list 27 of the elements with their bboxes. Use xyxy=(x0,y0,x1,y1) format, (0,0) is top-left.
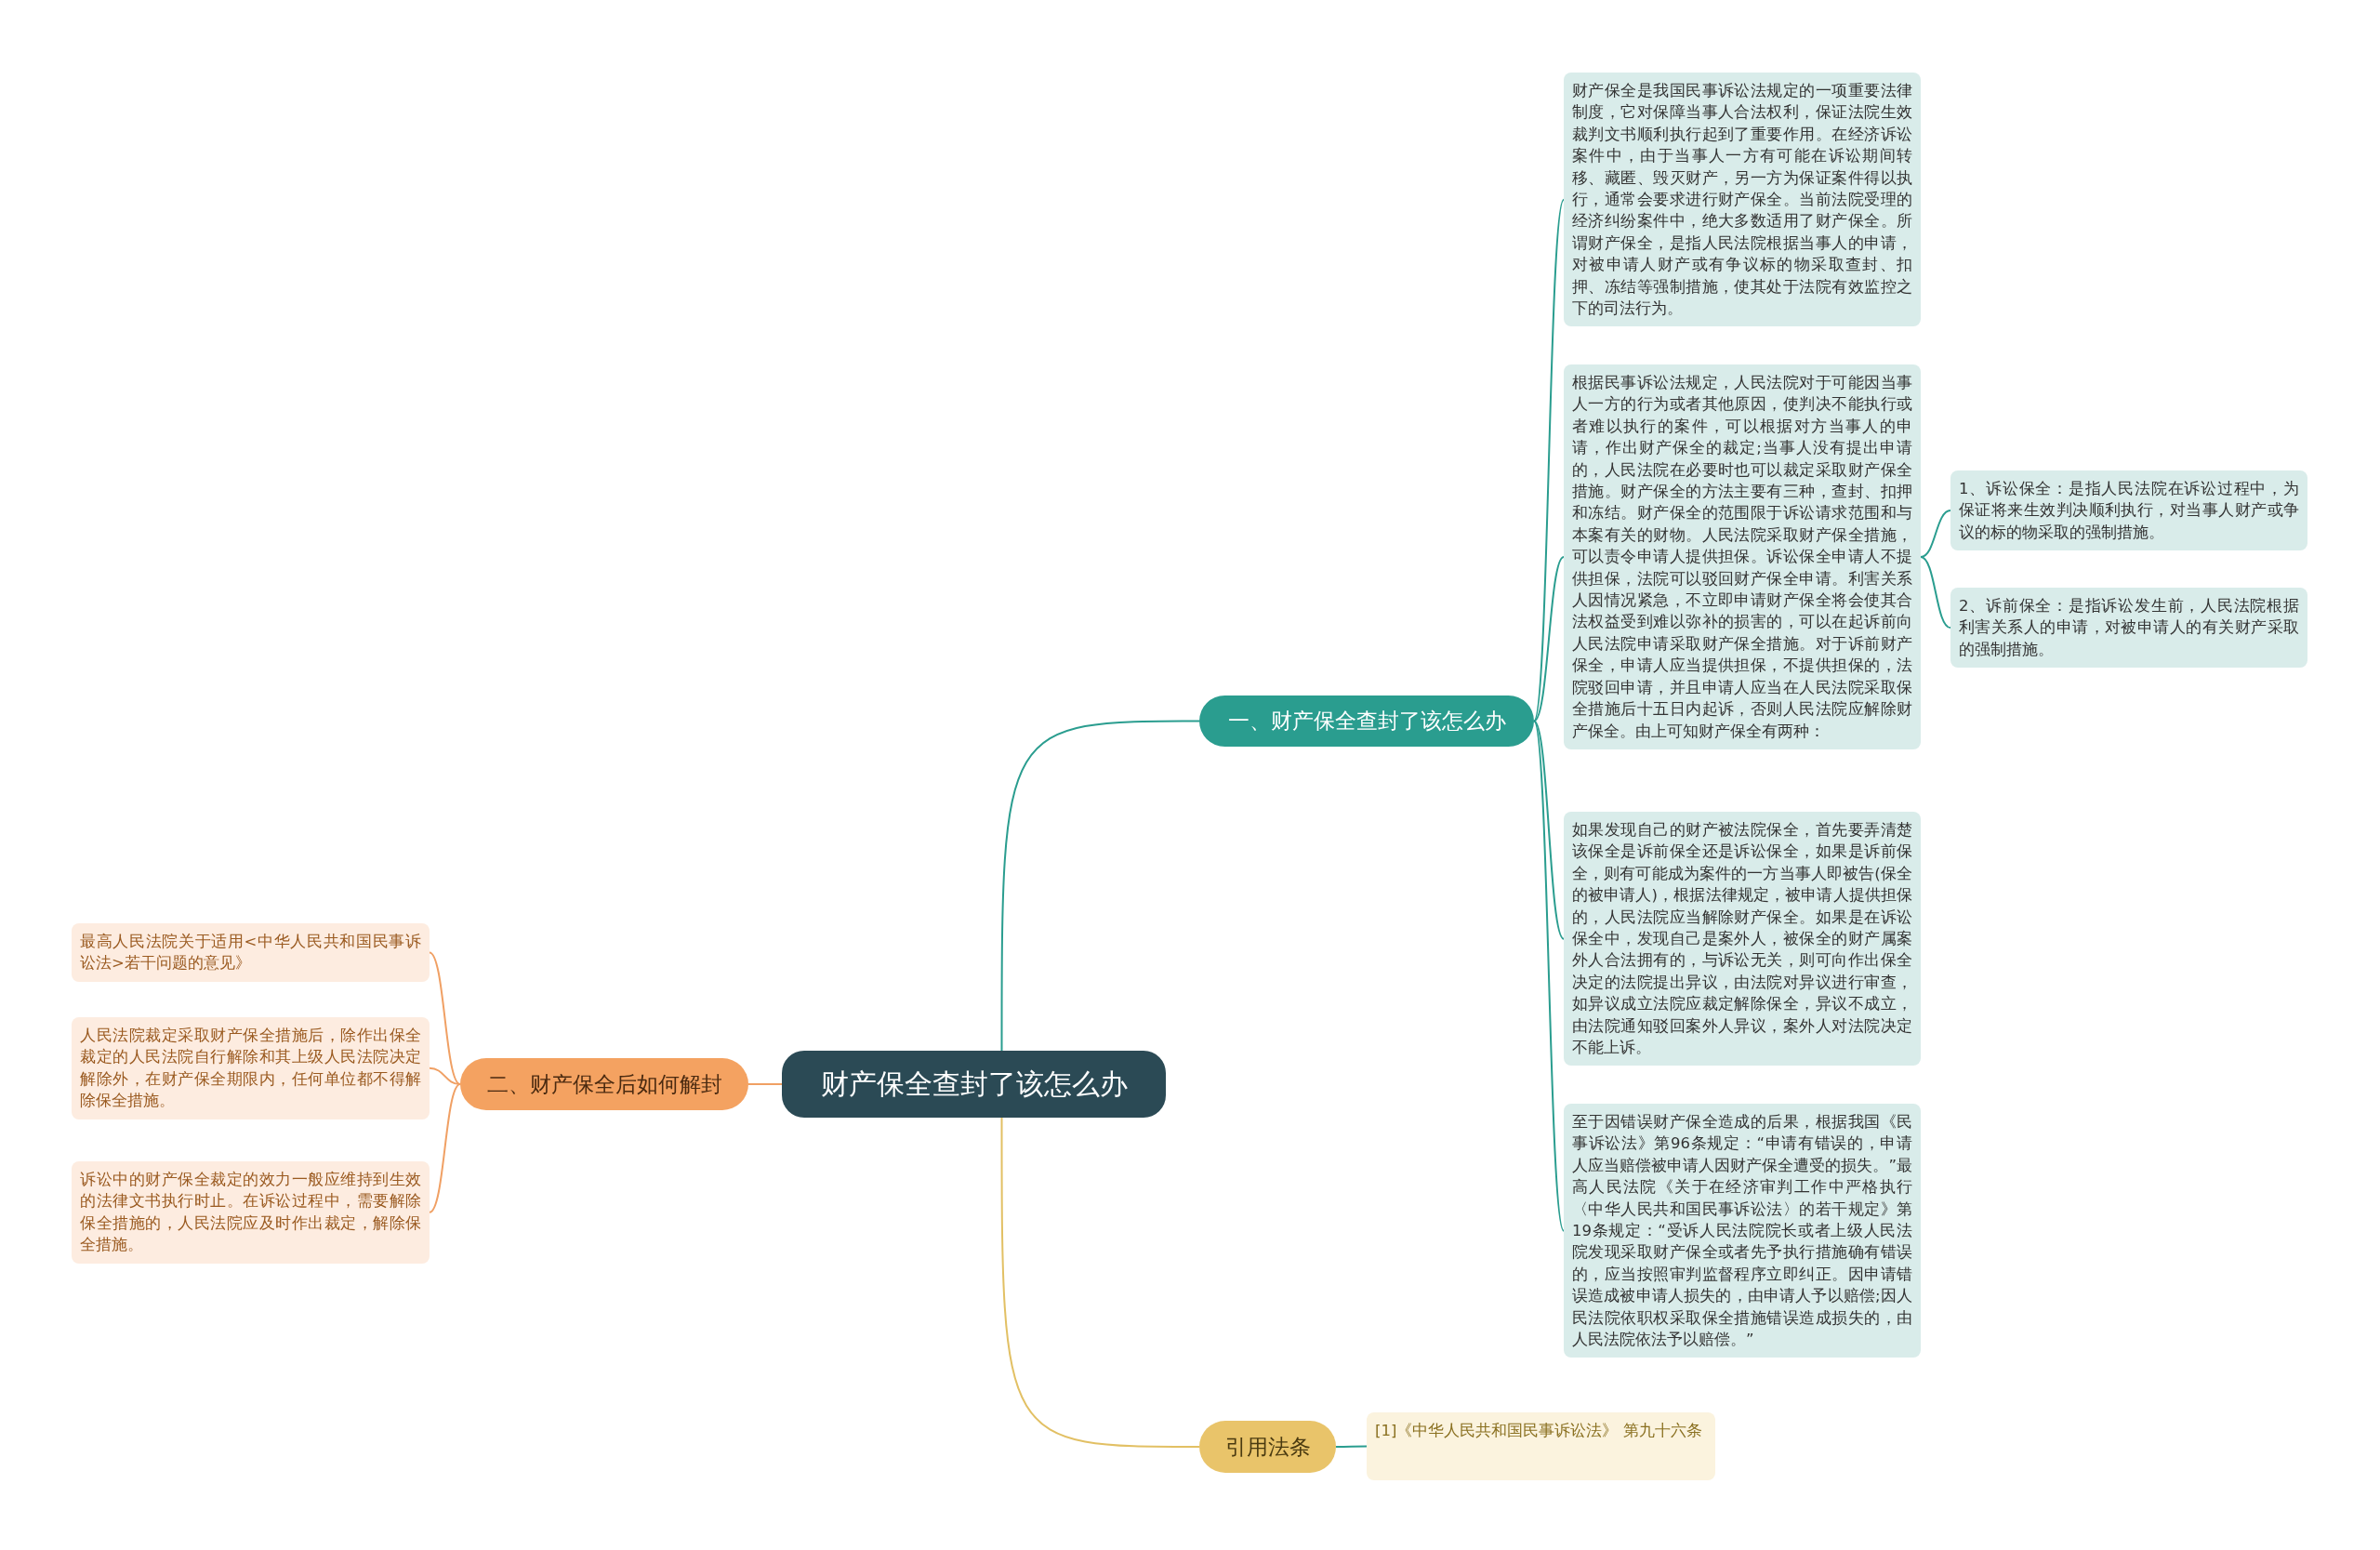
text-card: 1、诉讼保全：是指人民法院在诉讼过程中，为保证将来生效判决顺利执行，对当事人财产或争议的标的物采取的强制措施。 xyxy=(1950,470,2307,551)
connector-line xyxy=(429,1066,461,1085)
text-card: 人民法院裁定采取财产保全措施后，除作出保全裁定的人民法院自行解除和其上级人民法院决定解除外，在财产保全期限内，任何单位都不得解除保全措施。 xyxy=(72,1017,430,1119)
connector-line xyxy=(747,1083,783,1085)
branch-topic: 引用法条 xyxy=(1199,1421,1336,1473)
text-card: [1]《中华人民共和国民事诉讼法》 第九十六条 xyxy=(1367,1412,1715,1480)
connector-line xyxy=(429,951,461,1085)
root-topic: 财产保全查封了该怎么办 xyxy=(782,1051,1166,1118)
branch-topic: 一、财产保全查封了该怎么办 xyxy=(1199,696,1534,747)
connector-line xyxy=(429,1083,461,1213)
branch-topic: 二、财产保全后如何解封 xyxy=(460,1058,748,1110)
connector-line xyxy=(1533,720,1565,1232)
text-card: 至于因错误财产保全造成的后果，根据我国《民事诉讼法》第96条规定：“申请有错误的，申请人应当赔偿被申请人因财产保全遭受的损失。”最高人民法院《关于在经济审判工作中严格执行〈中华人民共和国民事诉讼法〉的若干规定》第19条规定：“受诉人民法院院长或者上级人民法院发现采取财产保全或者先予执行措施确有错误的，应当按照审判监督程序立即纠正。因申请错误造成被申请人损失的，由申请人予以赔偿;因人民法院依职权采取保全措施错误造成损失的，由人民法院依法予以赔偿。” xyxy=(1564,1104,1921,1358)
connector-line xyxy=(1920,555,1951,629)
connector-line xyxy=(1000,1117,1200,1448)
text-card: 如果发现自己的财产被法院保全，首先要弄清楚该保全是诉前保全还是诉讼保全，如果是诉前保全，则有可能成为案件的一方当事人即被告(保全的被申请人)，根据法律规定，被申请人提供担保的，人民法院应当解除财产保全。如果是在诉讼保全中，发现自己是案外人，被保全的财产属案外人合法拥有的，与诉讼无关，则可向作出保全决定的法院提出异议，由法院对异议进行审查，如异议成立法院应裁定解除保全，异议不成立，由法院通知驳回案外人异议，案外人对法院决定不能上诉。 xyxy=(1564,812,1921,1066)
text-card: 2、诉前保全：是指诉讼发生前，人民法院根据利害关系人的申请，对被申请人的有关财产采取的强制措施。 xyxy=(1950,588,2307,669)
text-card: 诉讼中的财产保全裁定的效力一般应维持到生效的法律文书执行时止。在诉讼过程中，需要解除保全措施的，人民法院应及时作出裁定，解除保全措施。 xyxy=(72,1161,430,1264)
text-card: 财产保全是我国民事诉讼法规定的一项重要法律制度，它对保障当事人合法权利，保证法院生效裁判文书顺利执行起到了重要作用。在经济诉讼案件中，由于当事人一方有可能在诉讼期间转移、藏匿、毁灭财产，另一方为保证案件得以执行，通常会要求进行财产保全。当前法院受理的经济纠纷案件中，绝大多数适用了财产保全。所谓财产保全，是指人民法院根据当事人的申请，对被申请人财产或有争议标的物采取查封、扣押、冻结等强制措施，使其处于法院有效监控之下的司法行为。 xyxy=(1564,73,1921,327)
connector-line xyxy=(1335,1445,1368,1448)
connector-line xyxy=(1533,198,1565,722)
connector-line xyxy=(1000,720,1200,1052)
text-card: 根据民事诉讼法规定，人民法院对于可能因当事人一方的行为或者其他原因，使判决不能执行或者难以执行的案件，可以根据对方当事人的申请，作出财产保全的裁定;当事人没有提出申请的，人民法院在必要时也可以裁定采取财产保全措施。财产保全的方法主要有三种，查封、扣押和冻结。财产保全的范围限于诉讼请求范围和与本案有关的财物。人民法院采取财产保全措施，可以责令申请人提供担保。诉讼保全申请人不提供担保，法院可以驳回财产保全申请。利害关系人因情况紧急，不立即申请财产保全将会使其合法权益受到难以弥补的损害的，可以在起诉前向人民法院申请采取财产保全措施。对于诉前财产保全，申请人应当提供担保，不提供担保的，法院驳回申请，并且申请人应当在人民法院采取保全措施后十五日内起诉，否则人民法院应解除财产保全。由上可知财产保全有两种： xyxy=(1564,364,1921,749)
connector-line xyxy=(1533,555,1565,722)
text-card: 最高人民法院关于适用<中华人民共和国民事诉讼法>若干问题的意见》 xyxy=(72,923,430,982)
connector-line xyxy=(1920,510,1951,558)
connector-line xyxy=(1533,720,1565,940)
